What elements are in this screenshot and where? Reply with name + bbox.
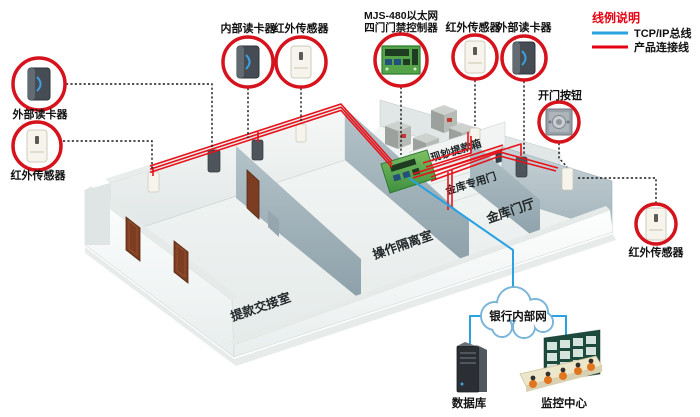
- left-wall-cap: [85, 183, 110, 245]
- callout-ext-reader-top: 外部读卡器: [496, 20, 553, 82]
- card-reader-icon: [27, 67, 51, 101]
- partition-wall-c: [470, 140, 540, 242]
- callout-label: 外部读卡器: [12, 107, 69, 121]
- callout-label: 内部读卡器: [221, 21, 277, 35]
- front-right-wall-top: [230, 206, 610, 345]
- callout-label: 红外传感器: [274, 21, 330, 35]
- callout-ext-reader-left: 外部读卡器: [11, 56, 69, 121]
- callout-ir-sensor-right: 红外传感器: [629, 202, 685, 259]
- intranet-cloud: 银行内部网: [480, 286, 554, 339]
- callout-label: 红外传感器: [11, 168, 67, 182]
- mounted-devices: [147, 123, 574, 193]
- front-doors: [125, 216, 189, 284]
- callout-label-line1: MJS-480以太网: [364, 9, 438, 22]
- card-reader-icon: [236, 45, 260, 79]
- legend-label-product: 产品连接线: [634, 40, 689, 54]
- callout-ir-sensor-left: 红外传感器: [11, 120, 67, 182]
- callout-label: 红外传感器: [629, 245, 685, 259]
- monitoring-center: 监控中心: [519, 329, 603, 410]
- ir-sensor-icon: [26, 129, 48, 163]
- callout-label: 开门按钮: [538, 88, 582, 102]
- callout-controller: MJS-480以太网 四门门禁控制器: [364, 9, 438, 88]
- callout-ir-sensor-top2: 红外传感器: [446, 20, 502, 81]
- mounted-ir-sensor-2: [295, 123, 307, 143]
- card-reader-icon: [512, 41, 536, 75]
- mounted-device-lobby: [561, 167, 574, 191]
- legend: 线例说明 TCP/IP总线 产品连接线: [592, 10, 691, 54]
- callout-door-button: 开门按钮: [537, 88, 582, 144]
- partition-wall-a: [236, 146, 361, 300]
- callout-label: 红外传感器: [446, 20, 502, 34]
- database-server: 数据库: [452, 342, 487, 410]
- wall-panel: [268, 210, 279, 237]
- ir-sensor-icon: [464, 40, 486, 74]
- mounted-ir-sensor-3: [469, 127, 481, 147]
- database-label: 数据库: [452, 396, 487, 410]
- building-isometric: 提款交接室 操作隔离室 金库门厅 现钞提款箱 金库专用门: [84, 99, 616, 366]
- operators: [529, 358, 595, 388]
- back-wall-top: [105, 104, 345, 183]
- ir-sensor-icon: [645, 207, 667, 241]
- product-callouts: 外部读卡器 红外传感器 内部读卡器 红外传感器 MJS-480以太网 四门门禁控…: [11, 9, 685, 259]
- legend-label-tcpip: TCP/IP总线: [634, 26, 691, 40]
- leader-lines: [63, 80, 657, 203]
- ir-sensor-icon: [290, 45, 312, 79]
- callout-label-line2: 四门门禁控制器: [364, 21, 438, 34]
- door-partition-a: [246, 169, 260, 220]
- front-left-wall-top: [85, 186, 238, 300]
- exit-button-icon: [545, 108, 573, 136]
- cloud-label: 银行内部网: [489, 309, 547, 323]
- mounted-reader-2: [251, 139, 264, 161]
- callout-int-reader-top: 内部读卡器: [221, 21, 277, 89]
- callout-label: 外部读卡器: [496, 20, 553, 34]
- legend-title: 线例说明: [592, 10, 640, 25]
- mounted-reader-1: [207, 149, 221, 173]
- controller-board-mounted: [380, 149, 437, 194]
- callout-ir-sensor-top1: 红外传感器: [274, 21, 330, 89]
- red-product-wires: [149, 103, 559, 210]
- controller-board-icon: [381, 45, 421, 75]
- monitor-label: 监控中心: [541, 396, 587, 410]
